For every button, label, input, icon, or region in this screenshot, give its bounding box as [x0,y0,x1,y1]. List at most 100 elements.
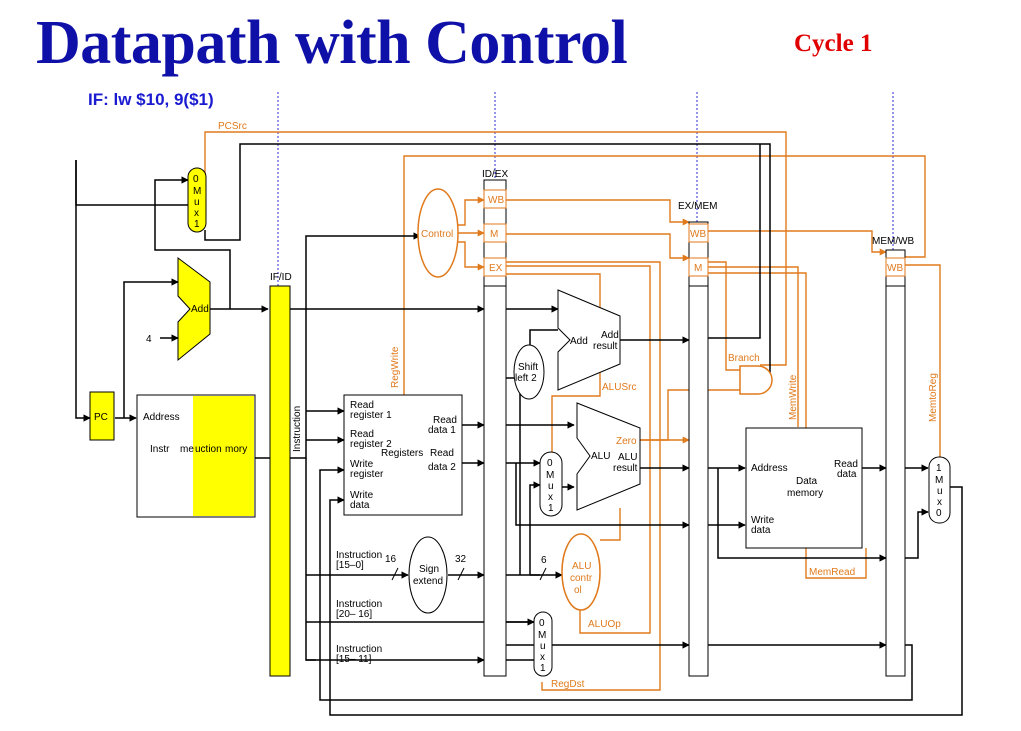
svg-text:6: 6 [541,555,547,566]
instruction-bus-label: Instruction [292,406,303,452]
svg-text:Read: Read [430,448,454,459]
svg-text:Add: Add [601,330,619,341]
svg-text:Sign: Sign [419,564,439,575]
mem-wb-register: MEM/WB WB [872,236,915,677]
ex-mem-register: EX/MEM WB M [678,201,717,677]
svg-text:Read: Read [350,429,374,440]
control-unit: Control [417,188,459,278]
svg-text:contr: contr [570,573,593,584]
shift-left-2: Shift left 2 [513,344,545,400]
id-ex-register: ID/EX WB M EX [482,169,508,677]
svg-text:[15–0]: [15–0] [336,560,364,571]
svg-text:data 2: data 2 [428,462,456,473]
svg-text:result: result [613,463,638,474]
svg-text:Instruction: Instruction [336,550,382,561]
svg-text:32: 32 [455,554,467,565]
alu-label: ALU [591,451,610,462]
svg-text:16: 16 [385,554,397,565]
if-id-register: IF/ID [269,272,292,677]
instruction-memory: Address Instr me uction mory [136,394,256,518]
svg-text:data: data [837,469,857,480]
svg-text:mory: mory [225,444,247,455]
svg-text:register 1: register 1 [350,410,392,421]
svg-text:M: M [935,475,943,486]
svg-text:uction: uction [195,444,222,455]
pc-label: PC [94,412,108,423]
svg-text:x: x [937,497,942,508]
svg-text:x: x [194,208,199,219]
svg-text:Write: Write [350,490,374,501]
alusrc-label: ALUSrc [602,382,636,393]
svg-text:Instruction: Instruction [336,644,382,655]
pc-adder-label: Add [191,304,209,315]
branch-label: Branch [728,353,760,364]
instruction-fields: Instruction [15–0] Instruction [20– 16] … [336,550,382,665]
svg-text:Instr: Instr [150,444,170,455]
stage-boundaries [277,92,894,288]
control-wires [204,131,941,691]
branch-and-gate: Branch [728,353,773,395]
register-file: Read register 1 Read register 2 Write re… [343,394,463,516]
svg-text:Add: Add [570,336,588,347]
mem-wb-label: MEM/WB [872,236,915,247]
sign-extend: Sign extend 16 32 [385,536,467,614]
instr-mem-address: Address [143,412,180,423]
cycle-label: Cycle 1 [794,30,873,57]
svg-text:1: 1 [936,463,942,474]
svg-text:1: 1 [194,219,200,230]
svg-text:u: u [937,486,943,497]
svg-text:0: 0 [193,174,199,185]
reg-dst-mux: 0 M u x 1 [533,611,553,677]
svg-text:x: x [548,492,553,503]
svg-text:[20– 16]: [20– 16] [336,609,372,620]
svg-text:memory: memory [787,488,823,499]
svg-text:data: data [751,525,771,536]
svg-text:extend: extend [413,576,443,587]
svg-text:1: 1 [540,663,546,674]
pcsrc-label: PCSrc [218,121,247,132]
svg-text:ALU: ALU [618,452,637,463]
svg-text:0: 0 [547,458,553,469]
constant-four: 4 [146,334,152,345]
svg-text:M: M [546,470,554,481]
id-ex-ex-field: EX [489,263,503,274]
svg-text:u: u [540,641,546,652]
aluop-label: ALUOp [588,619,621,630]
svg-text:Write: Write [350,459,374,470]
svg-text:u: u [194,197,200,208]
svg-text:x: x [540,652,545,663]
svg-text:0: 0 [539,618,545,629]
svg-text:ALU: ALU [572,561,591,572]
svg-text:data: data [350,500,370,511]
alu-control: ALU contr ol 6 [539,533,601,611]
memread-label: MemRead [809,567,855,578]
control-label: Control [421,229,453,240]
id-ex-wb-field: WB [488,195,504,206]
page-title: Datapath with Control [36,9,628,77]
mem-to-reg-mux: 1 M u x 0 [928,456,951,524]
svg-text:left 2: left 2 [515,373,537,384]
mem-wb-wb-field: WB [887,263,903,274]
pc-mux: 0 M u x 1 [187,167,207,233]
data-memory: Address Read data Data memory Write data [745,427,863,549]
svg-text:Instruction: Instruction [336,599,382,610]
memwrite-label: MemWrite [788,374,799,420]
svg-text:data 1: data 1 [428,425,456,436]
svg-text:result: result [593,341,618,352]
memtoreg-label: MemtoReg [928,373,939,422]
stage-label: IF: lw $10, 9($1) [88,90,214,109]
ex-mem-wb-field: WB [690,229,706,240]
if-id-label: IF/ID [270,272,292,283]
id-ex-m-field: M [490,229,498,240]
svg-text:register 2: register 2 [350,439,392,450]
alu: ALU Zero ALU result [576,402,641,511]
ex-mem-m-field: M [694,263,702,274]
alu-src-mux: 0 M u x 1 [539,451,563,517]
svg-text:me: me [180,444,194,455]
svg-text:u: u [548,481,554,492]
svg-text:Shift: Shift [518,362,538,373]
svg-text:1: 1 [548,503,554,514]
alu-zero-label: Zero [616,436,637,447]
svg-text:Data: Data [796,476,818,487]
